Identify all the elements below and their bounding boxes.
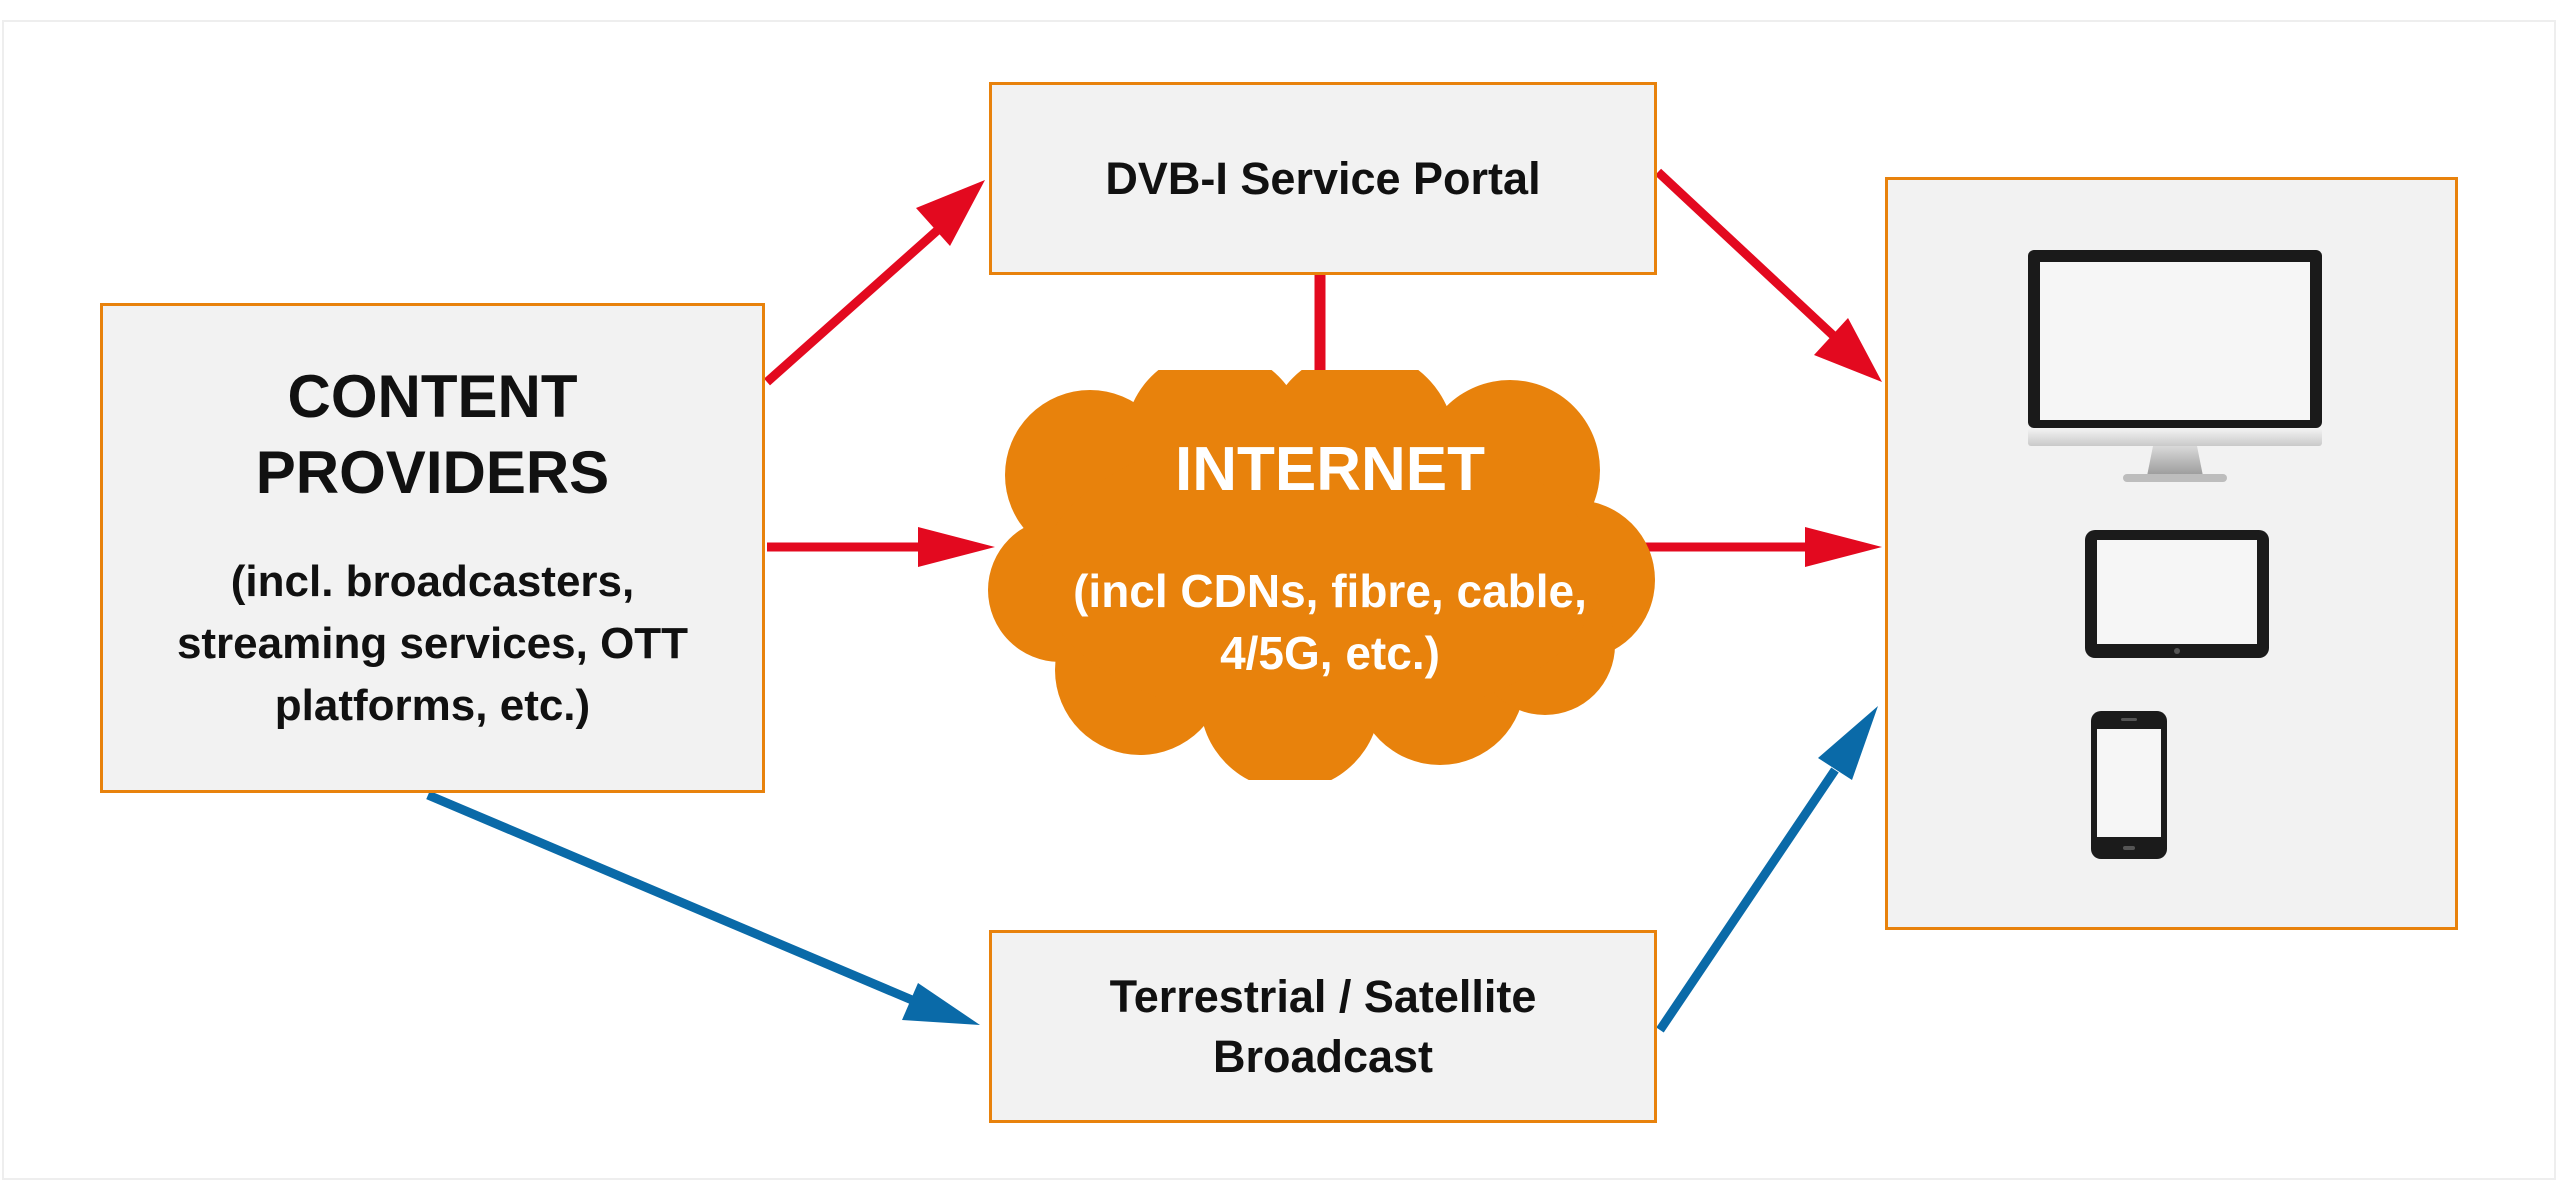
monitor-icon — [2028, 250, 2322, 482]
content-providers-sub-line2: streaming services, OTT — [176, 619, 689, 668]
content-providers-sub-line3: platforms, etc.) — [274, 681, 591, 730]
arrow-content-to-broadcast — [426, 790, 980, 1025]
internet-title: INTERNET — [1175, 435, 1485, 504]
internet-cloud-shape — [988, 370, 1655, 780]
internet-subtitle: (incl CDNs, fibre, cable, 4/5G, etc.) — [1000, 560, 1660, 684]
content-providers-title-line1: CONTENT — [287, 363, 578, 430]
broadcast-box: Terrestrial / Satellite Broadcast — [989, 930, 1657, 1123]
internet-sub-line1: (incl CDNs, fibre, cable, — [1073, 565, 1587, 617]
arrow-internet-to-devices — [1645, 527, 1882, 567]
broadcast-line2: Broadcast — [1212, 1030, 1434, 1082]
service-portal-label: DVB-I Service Portal — [1105, 152, 1541, 204]
content-providers-subtitle: (incl. broadcasters, streaming services,… — [177, 551, 688, 737]
broadcast-line1: Terrestrial / Satellite — [1109, 970, 1537, 1022]
content-providers-box: CONTENT PROVIDERS (incl. broadcasters, s… — [100, 303, 765, 793]
diagram-frame — [2, 20, 2556, 1180]
smartphone-icon — [2091, 711, 2167, 859]
arrow-broadcast-to-devices — [1656, 706, 1878, 1033]
arrow-content-to-portal — [764, 180, 985, 386]
service-portal-box: DVB-I Service Portal — [989, 82, 1657, 275]
internet-sub-line2: 4/5G, etc.) — [1220, 627, 1440, 679]
content-providers-sub-line1: (incl. broadcasters, — [230, 557, 635, 606]
content-providers-title-line2: PROVIDERS — [255, 439, 610, 506]
arrow-portal-to-devices — [1654, 168, 1882, 382]
tablet-icon — [2085, 530, 2269, 658]
arrow-content-to-internet — [767, 527, 995, 567]
content-providers-title: CONTENT PROVIDERS — [256, 359, 609, 511]
